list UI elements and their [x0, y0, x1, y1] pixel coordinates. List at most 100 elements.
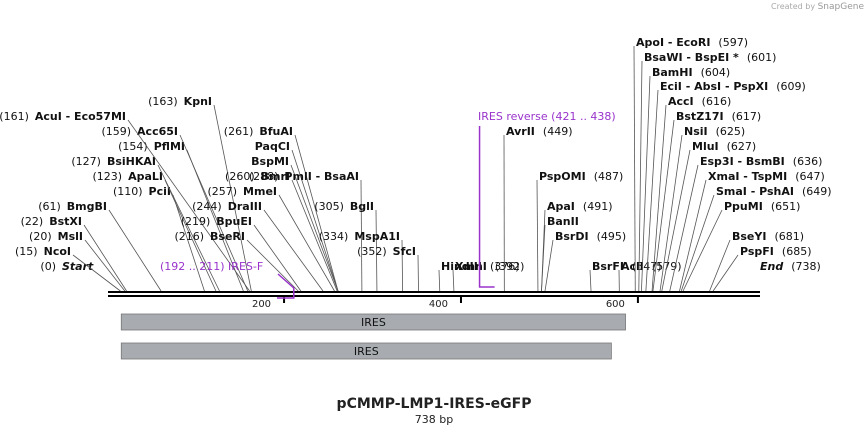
site-name: BamHI [652, 66, 693, 79]
site-position: (625) [716, 125, 746, 138]
site-mspa1i[interactable]: MspA1I(334) [319, 230, 403, 292]
site-bfuai[interactable]: BfuAI(261) [224, 125, 339, 292]
feature-ires[interactable]: IRES [120, 313, 626, 331]
site-pcii[interactable]: PciI(110) [113, 185, 205, 292]
site-leader [645, 89, 659, 292]
site-bseyi[interactable]: BseYI(681) [709, 230, 804, 292]
site-xmai[interactable]: XmaI - TspMI(647) [679, 170, 825, 292]
site-name: HindIII [441, 260, 482, 273]
site-pmli[interactable]: PmlI - BsaAI(288) [249, 170, 363, 292]
site-leader [83, 224, 127, 292]
plasmid-name: pCMMP-LMP1-IRES-eGFP [336, 396, 532, 412]
site-name: AcuI - Eco57MI [35, 110, 126, 123]
site-name: ApaI [547, 200, 575, 213]
site-bmri[interactable]: BmrI(260) [225, 170, 338, 292]
site-name: Start [62, 260, 94, 273]
site-bsrdi[interactable]: BsrDI(495) [544, 230, 626, 292]
site-leader [682, 209, 723, 292]
site-pspfi[interactable]: PspFI(685) [712, 245, 812, 292]
site-banii[interactable]: BanII [541, 215, 579, 292]
site-ppumi[interactable]: PpuMI(651) [682, 200, 800, 292]
feature-ires[interactable]: IRES [120, 342, 612, 360]
site-leader [157, 164, 220, 292]
site-end[interactable]: End(738) [760, 260, 821, 273]
site-position: (305) [314, 200, 344, 213]
site-leader [438, 269, 441, 292]
site-position: (627) [727, 140, 757, 153]
site-draiii[interactable]: DraIII(244) [192, 200, 324, 292]
site-bstz17i[interactable]: BstZ17I(617) [652, 110, 761, 292]
feature-bar [120, 313, 626, 331]
primer-ires-f[interactable]: (192 .. 211) IRES-F [160, 260, 295, 299]
site-leader [253, 224, 302, 292]
site-bamhi[interactable]: BamHI(604) [641, 66, 730, 292]
site-position: (681) [774, 230, 804, 243]
site-position: (15) [15, 245, 38, 258]
site-mlui[interactable]: MluI(627) [661, 140, 757, 292]
site-paqci[interactable]: PaqCI [255, 140, 339, 292]
site-leader [263, 209, 324, 292]
site-position: (352) [357, 245, 387, 258]
site-position: (20) [29, 230, 52, 243]
site-apali[interactable]: ApaLI (123) [92, 170, 217, 292]
site-leader [72, 254, 121, 292]
site-position: (0) [40, 260, 56, 273]
site-position: (127) [71, 155, 101, 168]
site-leader [659, 134, 683, 292]
site-ecii[interactable]: EciI - AbsI - PspXI(609) [645, 80, 806, 292]
site-leader [709, 239, 731, 292]
site-position: (487) [594, 170, 624, 183]
site-bgli[interactable]: BglI (305) [314, 200, 378, 292]
site-name: ApaLI [128, 170, 163, 183]
site-mmei[interactable]: MmeI(257) [207, 185, 335, 292]
site-leader [680, 194, 715, 292]
site-bseri[interactable]: BseRI(216) [174, 230, 299, 292]
site-leader [541, 224, 546, 292]
site-position: (449) [543, 125, 573, 138]
site-bstxi[interactable]: BstXI(22) [21, 215, 127, 292]
site-name: KpnI [184, 95, 212, 108]
site-acci[interactable]: AccI(616) [651, 95, 731, 292]
site-leader [661, 149, 691, 292]
site-msli[interactable]: MslI(20) [29, 230, 126, 292]
ruler-label: 200 [252, 299, 271, 310]
site-pflmi[interactable]: PflMI (154) [118, 140, 244, 292]
site-pspomi[interactable]: PspOMI(487) [536, 170, 624, 292]
primer-label: IRES reverse (421 .. 438) [478, 110, 616, 123]
site-name: BglI [350, 200, 374, 213]
site-smai[interactable]: SmaI - PshAI(649) [680, 185, 832, 292]
ruler-label: 600 [606, 299, 625, 310]
site-acui[interactable]: AcuI - Eco57MI(161) [0, 110, 250, 292]
site-position: (123) [92, 170, 122, 183]
site-bsihkai[interactable]: BsiHKAI(127) [71, 155, 220, 292]
site-name: PspFI [740, 245, 774, 258]
site-bsawi[interactable]: BsaWI - BspEI *(601) [638, 51, 777, 292]
site-name: PciI [149, 185, 171, 198]
primer-ires-reverse[interactable]: IRES reverse (421 .. 438) [478, 110, 616, 288]
site-leader [213, 104, 252, 292]
site-position: (597) [718, 36, 748, 49]
site-name: PflMI [154, 140, 185, 153]
site-avrii[interactable]: AvrII (449) [503, 125, 573, 292]
site-hindiii[interactable]: HindIII(376) [438, 260, 520, 292]
site-sfci[interactable]: SfcI(352) [357, 245, 419, 292]
site-acc65i[interactable]: Acc65I(159) [101, 125, 249, 292]
site-esp3i[interactable]: Esp3I - BsmBI(636) [669, 155, 823, 292]
site-position: (334) [319, 230, 349, 243]
site-kpni[interactable]: KpnI(163) [148, 95, 252, 292]
site-bmgbi[interactable]: BmgBI(61) [38, 200, 162, 292]
primer-arrow [276, 273, 295, 299]
site-bspmi[interactable]: BspMI [251, 155, 339, 292]
site-leader [417, 254, 419, 292]
site-name: BsrDI [555, 230, 589, 243]
site-nsii[interactable]: NsiI(625) [659, 125, 746, 292]
site-start[interactable]: Start (0) [40, 260, 94, 273]
site-position: (154) [118, 140, 148, 153]
site-bpuei[interactable]: BpuEI(219) [181, 215, 302, 292]
site-leader [651, 104, 667, 292]
site-ncoi[interactable]: NcoI(15) [15, 245, 121, 292]
site-leader [291, 179, 338, 292]
site-apoi[interactable]: ApoI - EcoRI(597) [633, 36, 748, 292]
site-name: AvrII [506, 125, 535, 138]
site-name: BanII [547, 215, 579, 228]
